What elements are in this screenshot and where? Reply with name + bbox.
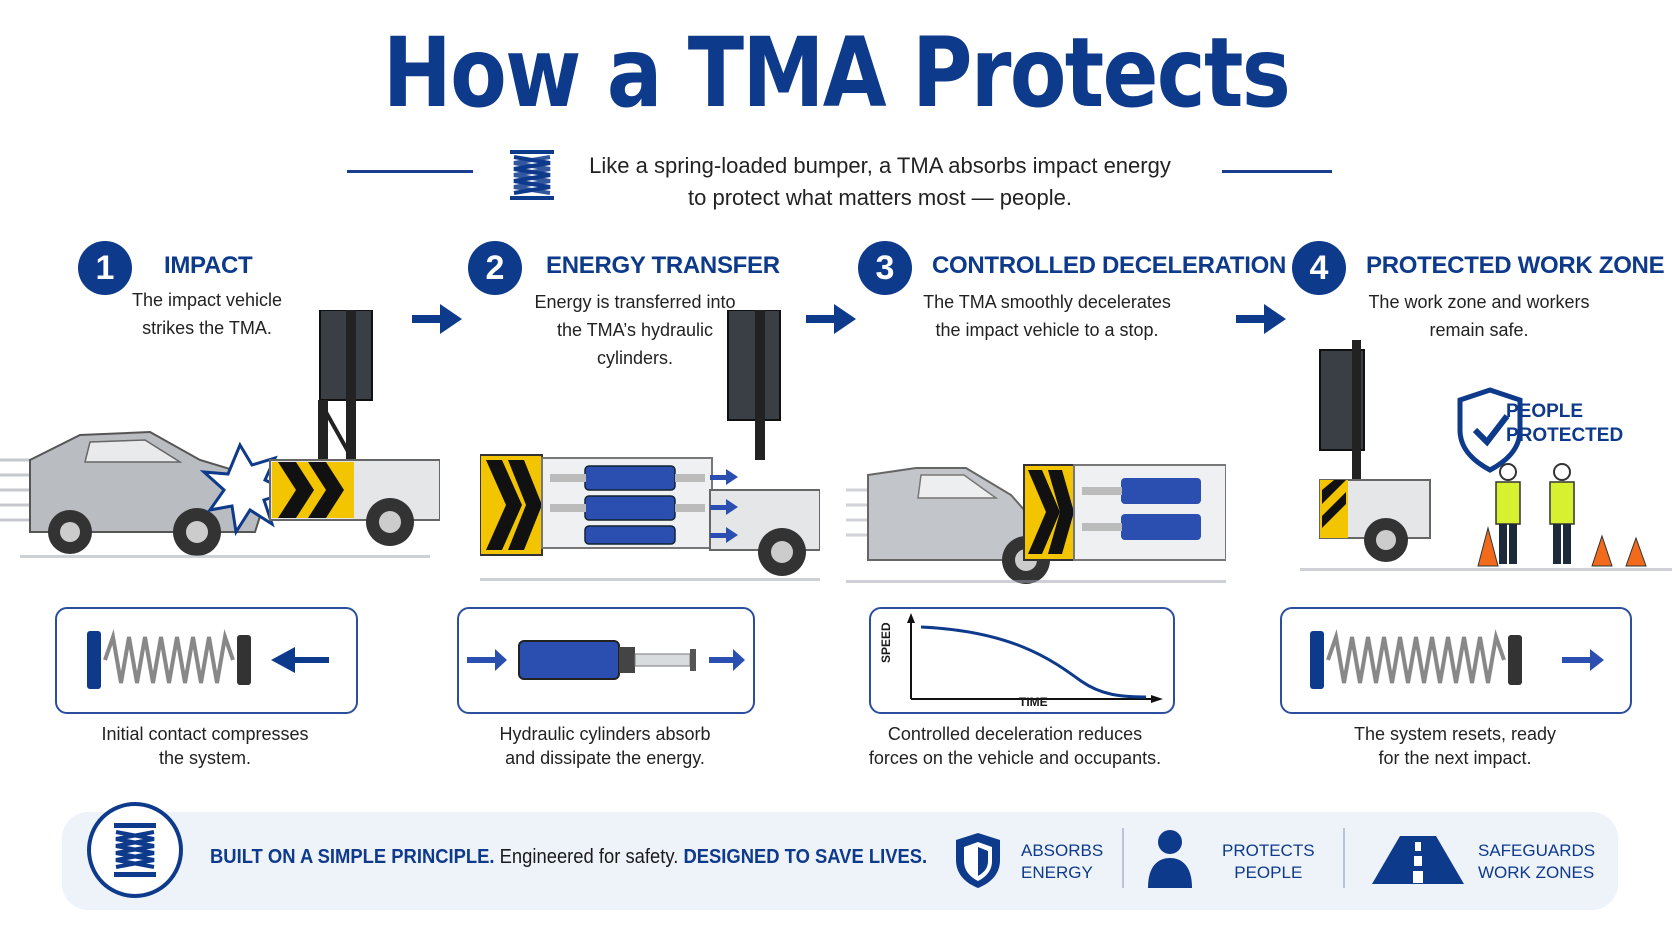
flow-arrow-icon (412, 304, 462, 334)
step-2-title: ENERGY TRANSFER (546, 252, 780, 279)
deceleration-scene (846, 464, 1226, 584)
feature-2-line-1: PROTECTS (1222, 841, 1315, 860)
step-1-caption: Initial contact compresses the system. (60, 722, 350, 770)
step-1-title: IMPACT (164, 252, 253, 279)
shield-icon (956, 833, 1000, 888)
subtitle-line-1: Like a spring-loaded bumper, a TMA absor… (589, 153, 1171, 178)
speed-time-graph (907, 613, 1163, 703)
step-2-desc-line-3: cylinders. (596, 348, 674, 368)
step-1-number: 1 (78, 241, 132, 295)
worker-icon (1495, 463, 1521, 564)
hydraulic-cylinder-icon (467, 640, 745, 680)
step-1-desc-line-2: strikes the TMA. (142, 318, 272, 338)
energy-transfer-scene (480, 310, 820, 581)
energy-arrows-icon (710, 469, 738, 543)
footer-divider (1343, 828, 1345, 888)
step-4-caption-line-1: The system resets, ready (1353, 724, 1557, 744)
step-2-description: Energy is transferred into the TMA’s hyd… (520, 288, 750, 372)
step-2-desc-line-2: the TMA’s hydraulic (556, 320, 714, 340)
spring-reset-icon (1310, 629, 1604, 689)
step-4-desc-line-2: remain safe. (1429, 320, 1529, 340)
step-4-caption: The system resets, ready for the next im… (1310, 722, 1600, 770)
step-2-number: 2 (468, 241, 522, 295)
feature-2-line-2: PEOPLE (1234, 863, 1303, 882)
step-1-description: The impact vehicle strikes the TMA. (122, 286, 292, 342)
badge-line-2: PROTECTED (1506, 425, 1624, 446)
step-3-desc-line-1: The TMA smoothly decelerates (923, 292, 1171, 312)
footer-bold-2: DESIGNED TO SAVE LIVES. (683, 846, 928, 868)
shield-check-icon (1457, 387, 1523, 473)
step-2-caption: Hydraulic cylinders absorb and dissipate… (460, 722, 750, 770)
step-3-title: CONTROLLED DECELERATION (932, 252, 1286, 279)
worker-icon (1549, 463, 1575, 564)
step-3-desc-line-2: the impact vehicle to a stop. (935, 320, 1159, 340)
tma-truck-icon (1023, 464, 1226, 561)
step-2-caption-line-2: and dissipate the energy. (505, 748, 705, 768)
feature-1-line-2: ENERGY (1021, 863, 1093, 882)
step-2-caption-line-1: Hydraulic cylinders absorb (499, 724, 711, 744)
step-4-desc-line-1: The work zone and workers (1368, 292, 1590, 312)
road-icon (1372, 836, 1464, 884)
step-4-caption-line-2: for the next impact. (1378, 748, 1532, 768)
box-spring-reset (1280, 607, 1632, 714)
subtitle-rule-left (347, 170, 473, 173)
flow-arrow-icon (1236, 304, 1286, 334)
spring-compress-icon (87, 629, 329, 689)
car-icon (867, 467, 1050, 584)
tma-truck-icon (269, 310, 440, 546)
graph-y-label: SPEED (879, 622, 893, 663)
footer-tagline: BUILT ON A SIMPLE PRINCIPLE. Engineered … (210, 846, 927, 869)
impact-scene (0, 310, 440, 558)
subtitle-line-2: to protect what matters most — people. (688, 185, 1072, 210)
feature-protects-people: PROTECTS PEOPLE (1222, 840, 1315, 884)
step-4-title: PROTECTED WORK ZONE (1366, 252, 1665, 279)
footer-divider (1122, 828, 1124, 888)
step-3-caption-line-2: forces on the vehicle and occupants. (868, 748, 1162, 768)
footer-banner (62, 812, 1618, 910)
feature-absorbs-energy: ABSORBS ENERGY (1021, 840, 1103, 884)
page-title: How a TMA Protects (382, 17, 1291, 129)
step-3-number: 3 (858, 241, 912, 295)
person-icon (1148, 830, 1192, 888)
flow-arrow-icon (806, 304, 856, 334)
subtitle-rule-right (1222, 170, 1332, 173)
step-1-caption-line-2: the system. (158, 748, 252, 768)
step-3-caption: Controlled deceleration reduces forces o… (850, 722, 1180, 770)
step-1-caption-line-1: Initial contact compresses (101, 724, 309, 744)
step-4-number: 4 (1292, 241, 1346, 295)
box-hydraulic (457, 607, 755, 714)
step-3-caption-line-1: Controlled deceleration reduces (887, 724, 1143, 744)
step-1-desc-line-1: The impact vehicle (131, 290, 283, 310)
badge-line-1: PEOPLE (1506, 401, 1584, 422)
car-icon (29, 430, 264, 556)
people-protected-badge: PEOPLE PROTECTED (1506, 400, 1623, 448)
feature-3-line-1: SAFEGUARDS (1478, 841, 1596, 860)
box-spring-compress (55, 607, 358, 714)
footer-bold-1: BUILT ON A SIMPLE PRINCIPLE. (210, 846, 495, 868)
feature-3-line-2: WORK ZONES (1478, 863, 1595, 882)
spring-icon (510, 150, 554, 200)
spring-logo-icon (87, 802, 183, 898)
subtitle: Like a spring-loaded bumper, a TMA absor… (570, 150, 1190, 214)
graph-x-label: TIME (1019, 695, 1048, 709)
tma-truck-icon (1319, 340, 1431, 562)
traffic-cone-icon (1477, 526, 1647, 567)
work-zone-scene (1300, 340, 1672, 571)
footer-plain: Engineered for safety. (499, 846, 679, 868)
hydraulic-cylinder-icon (550, 465, 705, 545)
box-speed-graph: TIME SPEED (869, 607, 1175, 714)
feature-safeguards-work-zones: SAFEGUARDS WORK ZONES (1478, 840, 1595, 884)
feature-1-line-1: ABSORBS (1021, 841, 1104, 860)
step-4-description: The work zone and workers remain safe. (1364, 288, 1594, 344)
step-3-description: The TMA smoothly decelerates the impact … (912, 288, 1182, 344)
step-2-desc-line-1: Energy is transferred into (534, 292, 736, 312)
